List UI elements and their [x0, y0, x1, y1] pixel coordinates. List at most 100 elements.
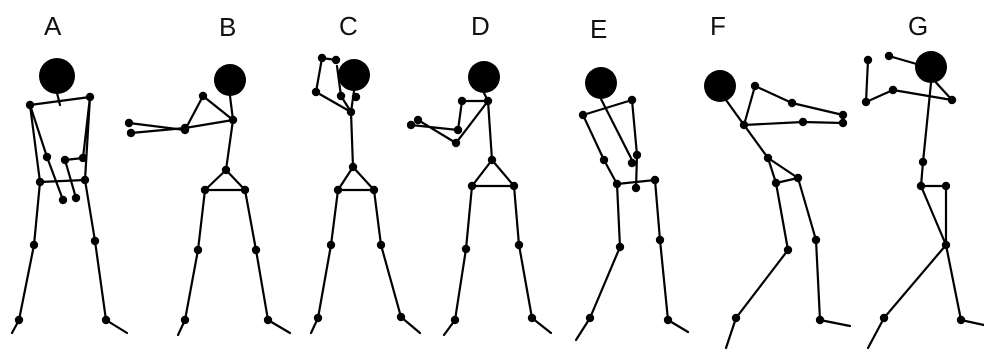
limb-segment [632, 100, 637, 155]
joint-marker [613, 180, 621, 188]
limb-segment [798, 178, 816, 240]
joint-marker [862, 98, 870, 106]
joint-marker [799, 118, 807, 126]
joint-marker [127, 129, 135, 137]
joint-marker [600, 156, 608, 164]
joint-marker [125, 119, 133, 127]
limb-segment [245, 190, 256, 250]
joint-marker [332, 56, 340, 64]
limb-segment [458, 101, 462, 130]
limb-segment [868, 318, 884, 348]
limb-segment [85, 180, 95, 241]
limb-segment [744, 125, 768, 158]
head [468, 61, 500, 93]
head [704, 70, 736, 102]
limb-segment [374, 190, 381, 245]
joint-marker [651, 176, 659, 184]
joint-marker [15, 316, 23, 324]
head [338, 59, 370, 91]
limb-segment [744, 122, 803, 125]
joint-marker [318, 54, 326, 62]
joint-marker [816, 316, 824, 324]
joint-marker [917, 182, 925, 190]
joint-marker [628, 96, 636, 104]
joint-marker [91, 237, 99, 245]
joint-marker [314, 314, 322, 322]
joint-marker [181, 316, 189, 324]
joint-marker [616, 243, 624, 251]
joint-marker [772, 179, 780, 187]
joint-marker [222, 166, 230, 174]
joint-marker [484, 97, 492, 105]
joint-marker [102, 316, 110, 324]
limb-segment [816, 240, 820, 320]
joint-marker [377, 241, 385, 249]
joint-marker [59, 196, 67, 204]
stick-figure-d [407, 61, 551, 335]
limb-segment [65, 160, 76, 198]
joint-marker [30, 241, 38, 249]
limb-segment [488, 101, 492, 160]
limb-segment [331, 190, 338, 245]
limb-segment [583, 115, 604, 160]
joint-marker [957, 316, 965, 324]
joint-marker [664, 316, 672, 324]
limb-segment [803, 122, 843, 123]
limb-segment [884, 245, 946, 318]
stick-figure-b [125, 64, 290, 335]
joint-marker [36, 178, 44, 186]
joint-marker [347, 108, 355, 116]
joint-marker [633, 151, 641, 159]
limb-segment [866, 60, 868, 102]
limb-segment [590, 247, 620, 318]
head [585, 67, 617, 99]
joint-marker [942, 182, 950, 190]
limb-segment [726, 318, 736, 348]
limb-segment [921, 186, 946, 245]
joint-marker [515, 241, 523, 249]
joint-marker [468, 182, 476, 190]
limb-segment [660, 240, 668, 320]
limb-segment [95, 241, 106, 320]
joint-marker [327, 241, 335, 249]
joint-marker [919, 158, 927, 166]
limb-segment [30, 105, 40, 182]
joint-marker [889, 86, 897, 94]
joint-marker [528, 314, 536, 322]
joint-marker [839, 119, 847, 127]
limb-segment [946, 245, 961, 320]
limb-segment [57, 93, 60, 105]
joint-marker [452, 139, 460, 147]
joint-marker [241, 186, 249, 194]
limb-segment [203, 96, 233, 120]
limb-segment [40, 180, 85, 182]
joint-marker [264, 316, 272, 324]
limb-segment [736, 250, 788, 318]
limb-segment [34, 182, 40, 245]
joint-marker [948, 96, 956, 104]
joint-marker [454, 126, 462, 134]
limb-segment [318, 245, 331, 318]
limb-segment [617, 184, 620, 247]
limb-segment [472, 160, 492, 186]
joint-marker [458, 97, 466, 105]
joint-marker [794, 174, 802, 182]
joint-marker [632, 184, 640, 192]
limb-segment [185, 250, 198, 320]
joint-marker [337, 92, 345, 100]
limb-segment [205, 170, 226, 190]
joint-marker [370, 186, 378, 194]
limb-segment [776, 183, 788, 250]
limb-segment [466, 186, 472, 249]
joint-marker [252, 246, 260, 254]
joint-marker [407, 121, 415, 129]
limb-segment [866, 90, 893, 102]
joint-marker [579, 111, 587, 119]
stick-figure-a [12, 58, 127, 333]
joint-marker [194, 246, 202, 254]
limb-segment [418, 120, 456, 143]
head [39, 58, 75, 94]
joint-marker [942, 241, 950, 249]
limb-segment [351, 112, 353, 167]
limb-segment [185, 120, 233, 128]
